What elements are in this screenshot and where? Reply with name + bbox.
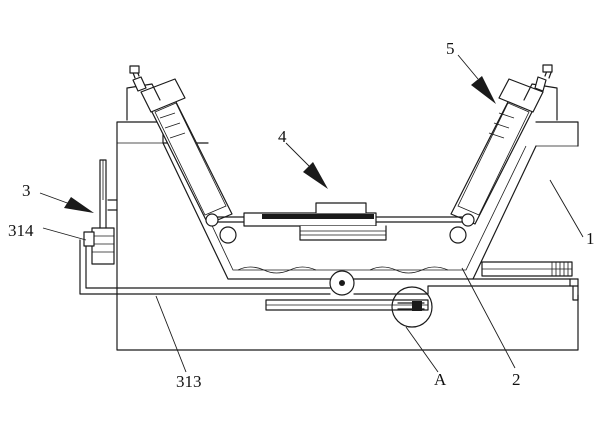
leader-lines [42, 179, 584, 373]
fans-and-roller [237, 266, 449, 296]
left-cylinder-assembly [126, 65, 233, 225]
label-5: 5 [446, 39, 455, 58]
label-4: 4 [278, 127, 287, 146]
label-A: A [434, 370, 447, 389]
label-313: 313 [176, 372, 202, 391]
label-314: 314 [8, 221, 34, 240]
pipe-313 [79, 239, 579, 301]
pump-314 [83, 159, 118, 265]
label-1: 1 [586, 229, 595, 248]
lower-transmission [265, 286, 433, 328]
right-cylinder-assembly [450, 64, 558, 225]
label-2: 2 [512, 370, 521, 389]
right-grille [481, 261, 573, 277]
label-3: 3 [22, 181, 31, 200]
callout-arrows [39, 54, 496, 213]
middle-clamp [205, 202, 475, 244]
